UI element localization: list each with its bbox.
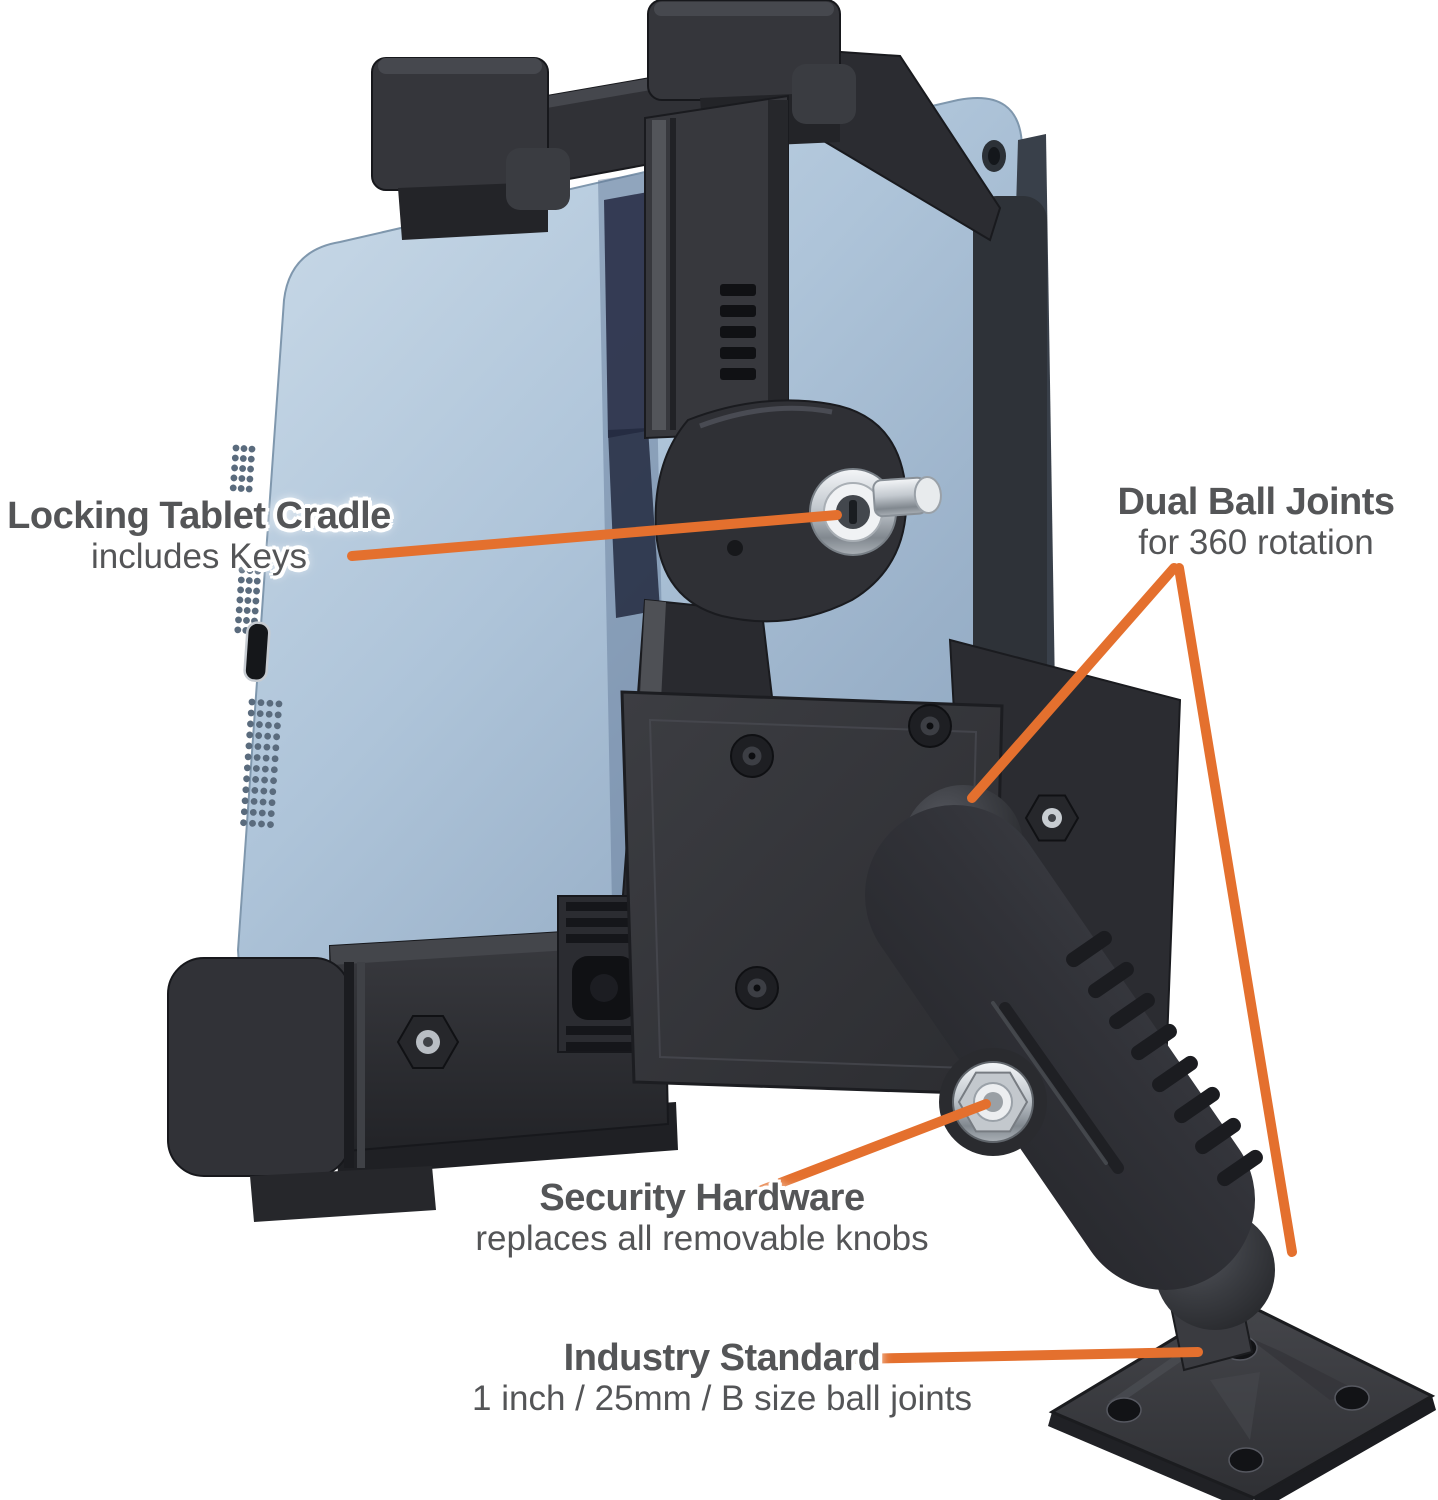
callout-locking-title: Locking Tablet Cradle [7, 495, 391, 537]
leader-line-security-hardware [757, 1099, 991, 1195]
base-hole-bottom [1228, 1447, 1264, 1473]
base-gusset-right [1246, 1336, 1360, 1400]
amps-base-plate [1048, 1272, 1436, 1500]
security-nut [939, 1048, 1047, 1156]
leader-line-industry-standard [801, 1347, 1203, 1365]
bottom-clamp-foot [250, 1166, 436, 1222]
callout-security-hardware: Security Hardware replaces all removable… [413, 1177, 991, 1259]
cap-seam-dark [344, 962, 354, 1168]
callout-locking-subtitle: includes Keys [91, 537, 307, 577]
hex-bolt-right [1024, 794, 1080, 842]
lock-boss-highlight [699, 405, 833, 429]
leader-line-locking-cradle [347, 510, 842, 561]
callout-dual-ball-joints: Dual Ball Joints for 360 rotation [1082, 481, 1430, 563]
cradle-right-rail [973, 196, 1047, 718]
base-hole-left [1106, 1397, 1142, 1423]
top-bracket [371, 0, 1002, 440]
mounting-plate [620, 690, 1004, 1096]
boss-hole [727, 540, 743, 556]
top-clamp-left [371, 57, 570, 240]
plate-screw-bottom-left [735, 966, 779, 1010]
tablet-shadow-core-lower [608, 428, 660, 618]
plate-screw-top-right [908, 704, 952, 748]
callout-security-title: Security Hardware [539, 1177, 865, 1219]
swing-arm [865, 785, 1263, 1290]
vent-slots [720, 284, 756, 380]
callout-industry-title: Industry Standard [563, 1337, 881, 1379]
arm-ribs [1066, 930, 1263, 1187]
base-edge-right [1254, 1396, 1436, 1500]
base-edge-left [1048, 1412, 1254, 1500]
arm-slot-highlight [991, 1001, 1108, 1165]
lock-pin [872, 476, 942, 518]
hex-bolt-left [396, 1015, 460, 1069]
leader-line-dual-ball-lower [1174, 563, 1297, 1257]
tablet-shadow-core [604, 192, 652, 438]
leader-lines [347, 510, 1297, 1365]
tablet-camera-lens [988, 147, 1000, 165]
cap-seam-light [357, 962, 365, 1168]
center-rail [644, 94, 789, 440]
callout-security-subtitle: replaces all removable knobs [475, 1219, 929, 1259]
plate-screw-top-left [730, 734, 774, 778]
speaker-holes-upper [229, 444, 256, 493]
arm-slot [999, 1002, 1124, 1174]
callout-industry-subtitle: 1 inch / 25mm / B size ball joints [472, 1379, 972, 1419]
callout-dual-title: Dual Ball Joints [1117, 481, 1395, 523]
keyed-lock-icon [809, 468, 942, 556]
arm-body [865, 805, 1255, 1290]
bottom-clamp [167, 895, 678, 1222]
leader-line-dual-ball-upper [967, 563, 1179, 803]
base-gusset-front [1210, 1372, 1260, 1440]
speaker-holes-lower [240, 698, 283, 828]
base-hole-right [1334, 1385, 1370, 1411]
callout-industry-standard: Industry Standard 1 inch / 25mm / B size… [393, 1337, 1051, 1419]
callout-dual-subtitle: for 360 rotation [1138, 523, 1374, 563]
charging-port-icon [243, 621, 271, 682]
callout-locking-tablet-cradle: Locking Tablet Cradle includes Keys [0, 495, 398, 577]
bottom-clamp-cap [167, 957, 351, 1177]
